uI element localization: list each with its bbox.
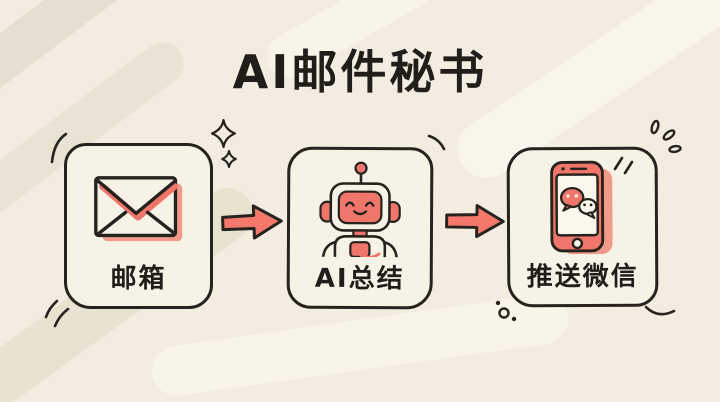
arc-top-right-card2 xyxy=(427,134,447,152)
arrow-right-icon xyxy=(218,199,285,245)
step-card-mailbox: 邮箱 xyxy=(64,143,213,309)
step-card-wechat-push: 推送微信 xyxy=(506,146,659,308)
wechat-phone-icon xyxy=(510,150,656,264)
page-title: AI邮件秘书 xyxy=(232,45,488,99)
envelope-icon xyxy=(67,146,210,265)
arrow-right-icon xyxy=(443,198,508,243)
sparkle-small-icon xyxy=(221,150,237,168)
step-label-wechat-push: 推送微信 xyxy=(526,262,639,293)
robot-icon xyxy=(290,150,431,266)
arc-bottom-right-card3 xyxy=(644,305,676,325)
step-card-ai-summary: AI总结 xyxy=(286,146,434,310)
step-label-mailbox: 邮箱 xyxy=(110,264,167,295)
sparkle-large-icon xyxy=(210,119,237,148)
step-label-ai-summary: AI总结 xyxy=(314,264,405,295)
